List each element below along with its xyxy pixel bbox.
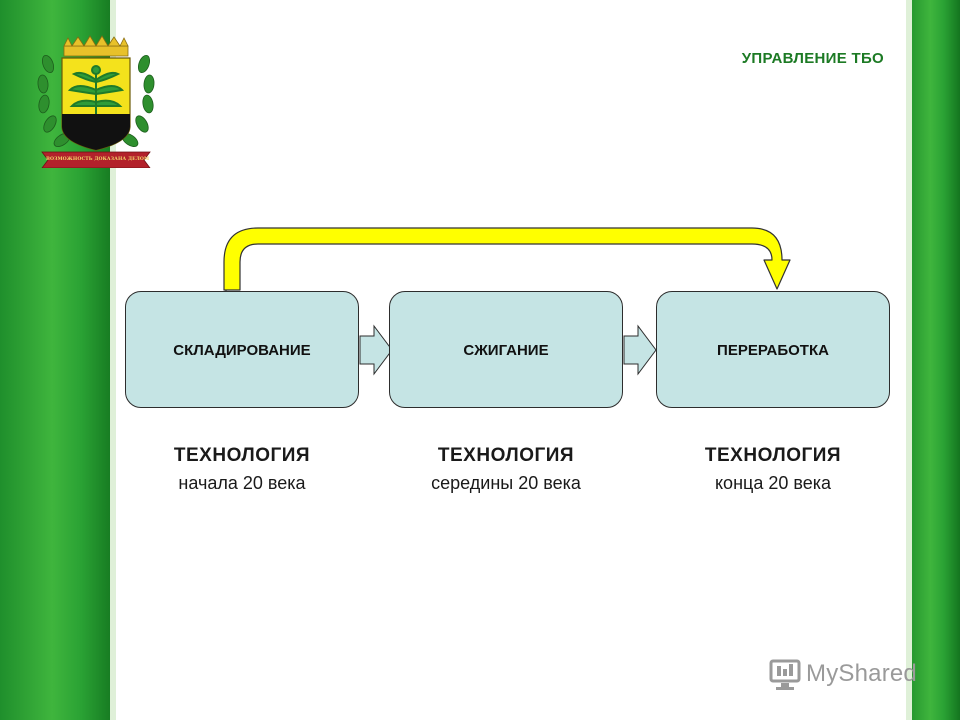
stage-box-storage: СКЛАДИРОВАНИЕ — [125, 291, 359, 408]
stage-label: СКЛАДИРОВАНИЕ — [173, 342, 311, 359]
stage-label: СЖИГАНИЕ — [463, 342, 549, 359]
page-title: УПРАВЛЕНИЕ ТБО — [741, 50, 884, 67]
caption-subtitle: конца 20 века — [714, 473, 832, 493]
stage-box-recycling: ПЕРЕРАБОТКА — [656, 291, 890, 408]
caption-title: ТЕХНОЛОГИЯ — [704, 445, 842, 466]
stage-caption-3: ТЕХНОЛОГИЯ конца 20 века — [643, 443, 903, 497]
caption-title: ТЕХНОЛОГИЯ — [173, 445, 311, 466]
watermark-text: MyShared — [806, 660, 917, 687]
stage-label: ПЕРЕРАБОТКА — [717, 342, 829, 359]
watermark: MyShared — [768, 656, 928, 696]
coat-of-arms-icon — [37, 35, 155, 168]
stage-caption-2: ТЕХНОЛОГИЯ середины 20 века — [376, 443, 636, 497]
stage-box-incineration: СЖИГАНИЕ — [389, 291, 623, 408]
connector-arrow-2 — [623, 324, 657, 376]
yellow-bypass-arrow-body — [223, 227, 791, 291]
caption-title: ТЕХНОЛОГИЯ — [437, 445, 575, 466]
emblem-motto: ВОЗМОЖНОСТЬ ДОКАЗАНА ДЕЛОМ — [46, 157, 150, 162]
caption-subtitle: середины 20 века — [431, 473, 581, 493]
caption-subtitle: начала 20 века — [178, 473, 306, 493]
right-green-band — [906, 0, 960, 720]
monitor-icon — [769, 659, 801, 690]
stage-caption-1: ТЕХНОЛОГИЯ начала 20 века — [112, 443, 372, 497]
connector-arrow-1 — [359, 324, 393, 376]
